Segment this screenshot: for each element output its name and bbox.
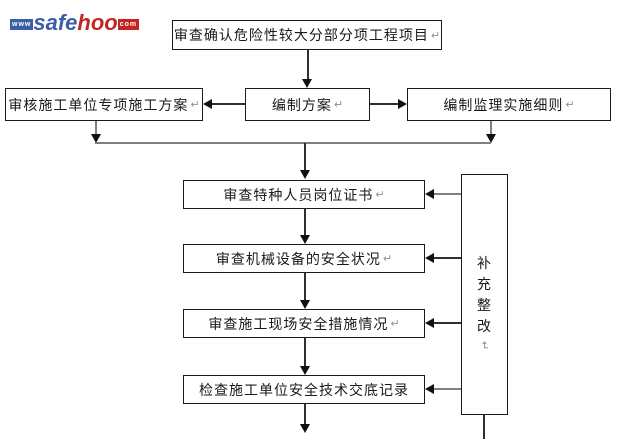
box-confirm-risky-subprojects: 审查确认危险性较大分部分项工程项目 ↵ xyxy=(172,20,442,50)
logo-safe-text: safe xyxy=(33,10,78,35)
logo-com-badge: com xyxy=(117,19,140,30)
box-draft-plan: 编制方案 ↵ xyxy=(245,88,370,121)
connector-side-to-step1 xyxy=(434,193,461,195)
connector-side-down xyxy=(483,415,485,439)
arrowhead-down-icon xyxy=(300,300,310,309)
box-review-special-construction-plan-label: 审核施工单位专项施工方案 xyxy=(8,96,189,113)
connector-left-down xyxy=(95,121,97,135)
box-review-site-safety-measures-label: 审查施工现场安全措施情况 xyxy=(208,315,389,332)
arrowhead-left-icon xyxy=(203,99,212,109)
arrowhead-down-icon xyxy=(300,170,310,179)
arrowhead-down-icon xyxy=(300,366,310,375)
box-review-special-construction-plan: 审核施工单位专项施工方案 ↵ xyxy=(5,88,203,121)
connector-side-to-step3 xyxy=(434,322,461,324)
arrowhead-left-icon xyxy=(425,318,434,328)
connector-step2-to-step3 xyxy=(304,273,306,301)
box-review-special-personnel-certificates-label: 审查特种人员岗位证书 xyxy=(223,186,374,203)
connector-center-to-left xyxy=(212,103,245,105)
box-draft-supervision-rules: 编制监理实施细则 ↵ xyxy=(407,88,611,121)
box-supplement-rectify-char: 改 xyxy=(477,318,492,334)
box-supplement-rectify-char: 充 xyxy=(477,276,492,292)
box-review-site-safety-measures: 审查施工现场安全措施情况 ↵ xyxy=(183,309,425,338)
connector-step4-exit xyxy=(304,404,306,425)
safehoo-logo: www safe hoo com xyxy=(10,10,140,35)
connector-step1-to-step2 xyxy=(304,209,306,236)
box-review-special-personnel-certificates: 审查特种人员岗位证书 ↵ xyxy=(183,180,425,209)
connector-side-to-step2 xyxy=(434,257,461,259)
box-check-safety-briefing-records-label: 检查施工单位安全技术交底记录 xyxy=(199,381,409,398)
arrowhead-down-icon xyxy=(91,134,101,143)
paragraph-mark: ↵ xyxy=(565,99,575,111)
box-review-machinery-safety-label: 审查机械设备的安全状况 xyxy=(215,250,381,267)
arrowhead-left-icon xyxy=(425,189,434,199)
box-draft-supervision-rules-label: 编制监理实施细则 xyxy=(443,96,564,113)
box-supplement-rectify: 补 充 整 改 ↵ xyxy=(461,174,508,415)
connector-right-down xyxy=(490,121,492,135)
arrowhead-right-icon xyxy=(398,99,407,109)
paragraph-mark: ↵ xyxy=(333,99,344,111)
arrowhead-left-icon xyxy=(425,384,434,394)
arrowhead-down-icon xyxy=(300,424,310,433)
paragraph-mark: ↵ xyxy=(390,318,400,330)
arrowhead-down-icon xyxy=(300,235,310,244)
box-confirm-risky-subprojects-label: 审查确认危险性较大分部分项工程项目 xyxy=(173,27,429,43)
box-review-machinery-safety: 审查机械设备的安全状况 ↵ xyxy=(183,244,425,273)
logo-hoo-text: hoo xyxy=(77,10,118,35)
connector-merge-bar xyxy=(95,142,491,144)
connector-top-to-plan xyxy=(307,50,309,79)
logo-www-badge: www xyxy=(10,19,34,30)
arrowhead-left-icon xyxy=(425,253,434,263)
connector-merge-to-step1 xyxy=(304,143,306,171)
box-supplement-rectify-char: 整 xyxy=(477,297,492,313)
connector-step3-to-step4 xyxy=(304,338,306,367)
connector-center-to-right xyxy=(370,103,398,105)
paragraph-mark: ↵ xyxy=(382,253,393,265)
paragraph-mark: ↵ xyxy=(375,189,385,201)
arrowhead-down-icon xyxy=(302,79,312,88)
box-draft-plan-label: 编制方案 xyxy=(271,96,332,113)
paragraph-mark: ↵ xyxy=(430,29,441,42)
paragraph-mark: ↵ xyxy=(190,99,200,111)
box-check-safety-briefing-records: 检查施工单位安全技术交底记录 xyxy=(183,375,425,404)
paragraph-mark: ↵ xyxy=(478,340,490,351)
arrowhead-down-icon xyxy=(486,134,496,143)
box-supplement-rectify-char: 补 xyxy=(477,255,492,271)
connector-side-to-step4 xyxy=(434,388,461,390)
